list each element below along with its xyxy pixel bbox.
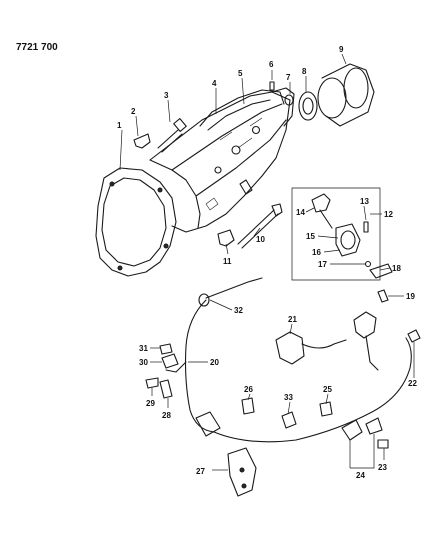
seal-7 [284, 94, 294, 106]
callout-31: 31 [139, 344, 148, 353]
leader-lines [119, 53, 415, 471]
callout-24: 24 [356, 471, 365, 480]
callout-11: 11 [223, 257, 232, 266]
callout-3: 3 [164, 91, 169, 100]
callout-22: 22 [408, 379, 417, 388]
callout-2: 2 [131, 107, 136, 116]
callout-1: 1 [117, 121, 122, 130]
callout-14: 14 [296, 208, 305, 217]
callout-10: 10 [256, 235, 265, 244]
clip-30 [161, 353, 179, 369]
callout-5: 5 [238, 69, 243, 78]
callout-32: 32 [234, 306, 243, 315]
callout-16: 16 [312, 248, 321, 257]
callout-33: 33 [284, 393, 293, 402]
callout-19: 19 [406, 292, 415, 301]
pin-6 [269, 81, 275, 91]
callout-28: 28 [162, 411, 171, 420]
clip-31 [159, 343, 173, 355]
bracket-27 [227, 447, 257, 497]
callout-9: 9 [339, 45, 344, 54]
callout-13: 13 [360, 197, 369, 206]
speedometer-cable [165, 277, 412, 443]
bracket-28 [159, 379, 173, 399]
bracket-33 [281, 411, 297, 429]
bracket-22 [407, 329, 421, 343]
callout-labels: 1 2 3 4 5 6 7 8 9 10 11 12 13 14 15 16 1… [117, 45, 417, 480]
callout-12: 12 [384, 210, 393, 219]
callout-18: 18 [392, 264, 401, 273]
callout-17: 17 [318, 260, 327, 269]
clip-25 [319, 401, 333, 417]
bracket-26 [241, 397, 255, 415]
speedo-assembly-box [291, 187, 393, 303]
transmission-housing [95, 87, 295, 277]
callout-7: 7 [286, 73, 291, 82]
callout-6: 6 [269, 60, 274, 69]
clip-29 [145, 377, 159, 389]
callout-8: 8 [302, 67, 307, 76]
callout-26: 26 [244, 385, 253, 394]
bracket-11 [217, 229, 235, 247]
seal-8 [298, 91, 318, 121]
cover-9 [317, 63, 375, 127]
callout-27: 27 [196, 467, 205, 476]
clip-23 [377, 439, 389, 449]
callout-21: 21 [288, 315, 297, 324]
callout-29: 29 [146, 399, 155, 408]
callout-23: 23 [378, 463, 387, 472]
callout-15: 15 [306, 232, 315, 241]
clamp-24 [341, 417, 383, 441]
diagram-code: 7721 700 [16, 42, 58, 53]
bracket-2 [133, 133, 151, 149]
callout-20: 20 [210, 358, 219, 367]
callout-25: 25 [323, 385, 332, 394]
callout-30: 30 [139, 358, 148, 367]
bolt-3 [157, 118, 187, 153]
bolt-10 [237, 203, 283, 249]
sensor-21 [275, 311, 379, 371]
callout-4: 4 [212, 79, 217, 88]
